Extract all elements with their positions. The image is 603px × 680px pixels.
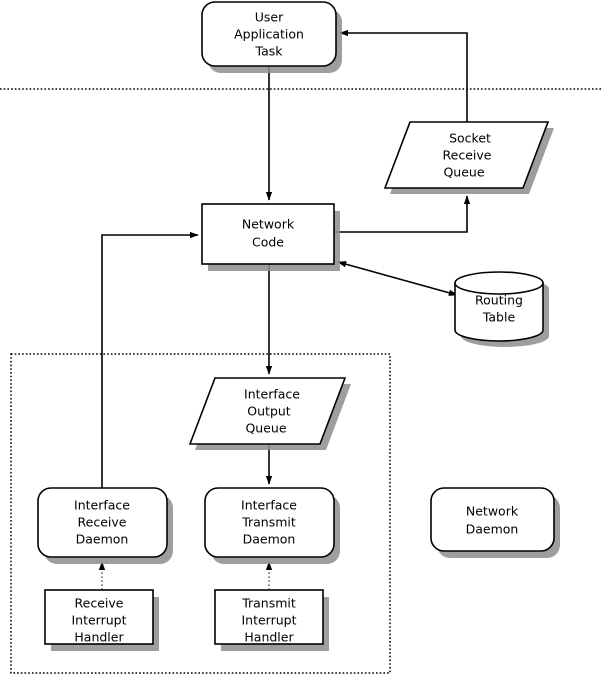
node-receive-interrupt-handler[interactable]: Receive Interrupt Handler bbox=[44, 589, 159, 651]
receive-interrupt-handler-label-line-3: Handler bbox=[74, 630, 124, 645]
node-network-code[interactable]: Network Code bbox=[201, 203, 340, 271]
interface-receive-daemon-label-line-2: Receive bbox=[78, 515, 127, 530]
interface-transmit-daemon-shape bbox=[204, 487, 335, 558]
interface-receive-daemon-label-line-3: Daemon bbox=[76, 532, 129, 547]
transmit-interrupt-handler-label-line-3: Handler bbox=[244, 630, 294, 645]
node-user-application-task[interactable]: User Application Task bbox=[201, 1, 342, 73]
edge-socket-receive-queue-to-user-task bbox=[339, 29, 468, 122]
network-code-label-line-2: Code bbox=[252, 235, 284, 250]
interface-output-queue-label-line-1: Interface bbox=[244, 387, 300, 402]
network-code-shape bbox=[201, 203, 335, 265]
socket-receive-queue-shape bbox=[383, 121, 550, 189]
node-routing-table[interactable]: Routing Table bbox=[454, 271, 549, 347]
transmit-interrupt-handler-label-line-2: Interrupt bbox=[241, 613, 296, 628]
edge-interface-receive-daemon-to-network-code bbox=[101, 231, 199, 488]
user-application-task-shape bbox=[201, 1, 337, 67]
routing-table-label-line-2: Table bbox=[482, 310, 516, 325]
interface-output-queue-label-line-2: Output bbox=[247, 404, 291, 419]
interface-output-queue-label-line-3: Queue bbox=[245, 421, 286, 436]
network-daemon-legend-shape bbox=[430, 487, 555, 552]
interface-receive-daemon-label-line-1: Interface bbox=[74, 498, 130, 513]
socket-receive-queue-label-line-3: Queue bbox=[443, 165, 484, 180]
network-daemon-legend-label-line-1: Network bbox=[466, 504, 519, 519]
socket-receive-queue-label-line-2: Receive bbox=[443, 148, 492, 163]
user-application-task-label-line-1: User bbox=[255, 10, 284, 25]
interface-transmit-daemon-label-line-1: Interface bbox=[241, 498, 297, 513]
socket-receive-queue-label-line-1: Socket bbox=[449, 131, 491, 146]
node-interface-output-queue[interactable]: Interface Output Queue bbox=[188, 377, 351, 450]
routing-table-body bbox=[454, 282, 544, 342]
node-transmit-interrupt-handler[interactable]: Transmit Interrupt Handler bbox=[214, 589, 329, 651]
transmit-interrupt-handler-label-line-1: Transmit bbox=[241, 596, 296, 611]
edge-network-code-to-socket-receive-queue bbox=[334, 195, 471, 233]
node-network-daemon-legend[interactable]: Network Daemon bbox=[430, 487, 560, 558]
network-code-label-line-1: Network bbox=[242, 217, 295, 232]
node-interface-transmit-daemon[interactable]: Interface Transmit Daemon bbox=[204, 487, 340, 564]
routing-table-label-line-1: Routing bbox=[475, 293, 523, 308]
transmit-interrupt-handler-shape bbox=[214, 589, 324, 645]
user-application-task-label-line-3: Task bbox=[255, 44, 284, 59]
interface-transmit-daemon-label-line-2: Transmit bbox=[241, 515, 296, 530]
interface-output-queue-shape bbox=[188, 377, 347, 445]
routing-table-top-ellipse bbox=[454, 271, 544, 295]
node-interface-receive-daemon[interactable]: Interface Receive Daemon bbox=[37, 487, 173, 564]
receive-interrupt-handler-label-line-2: Interrupt bbox=[71, 613, 126, 628]
receive-interrupt-handler-shape bbox=[44, 589, 154, 645]
node-socket-receive-queue[interactable]: Socket Receive Queue bbox=[383, 121, 554, 194]
network-daemon-legend-label-line-2: Daemon bbox=[466, 522, 519, 537]
interface-transmit-daemon-label-line-3: Daemon bbox=[243, 532, 296, 547]
user-application-task-label-line-2: Application bbox=[234, 27, 304, 42]
edge-network-code-to-routing-table bbox=[337, 261, 458, 296]
receive-interrupt-handler-label-line-1: Receive bbox=[75, 596, 124, 611]
interface-receive-daemon-shape bbox=[37, 487, 168, 558]
interface-section-boundary bbox=[10, 353, 391, 674]
